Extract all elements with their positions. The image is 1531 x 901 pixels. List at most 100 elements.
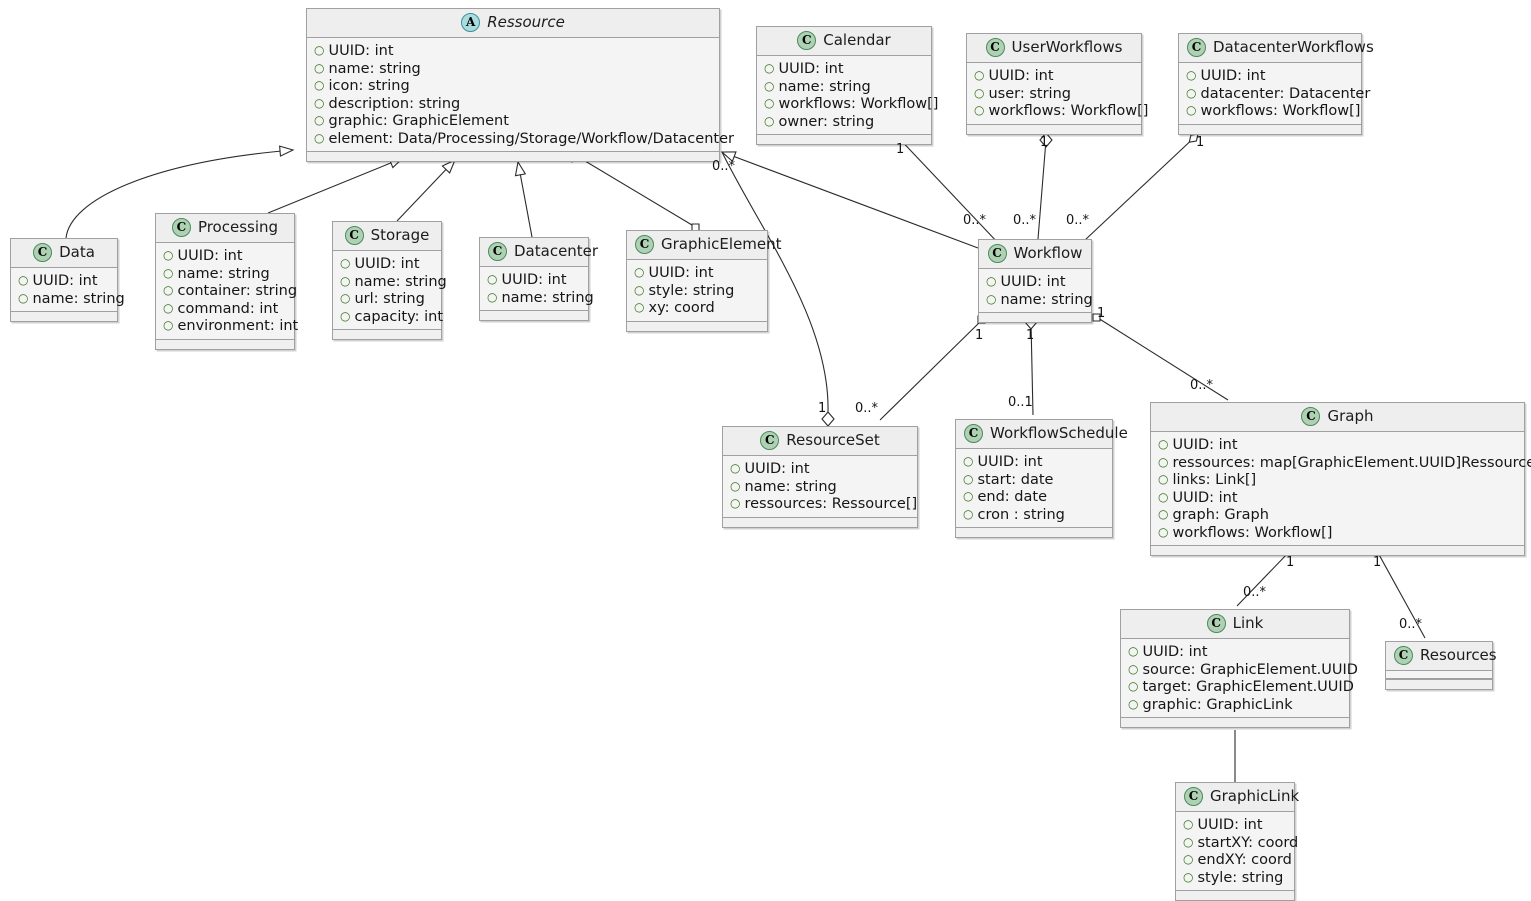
attribute-text: environment: int — [177, 318, 299, 334]
class-methods-data — [11, 311, 117, 321]
attribute-row: ○ressources: Ressource[] — [730, 495, 917, 513]
attribute-row: ○owner: string — [764, 113, 924, 131]
class-name-datacenter: Datacenter — [514, 242, 599, 260]
visibility-public-icon: ○ — [1183, 869, 1194, 884]
class-name-calendar: Calendar — [823, 31, 891, 49]
multiplicity-label: 1 — [896, 142, 905, 157]
edge-userworkflows-has-workflows — [1037, 139, 1047, 240]
class-methods-storage — [333, 329, 441, 339]
visibility-public-icon: ○ — [1158, 524, 1169, 539]
attribute-text: UUID: int — [744, 461, 810, 477]
visibility-public-icon: ○ — [764, 61, 775, 75]
attribute-text: graphic: GraphicLink — [1142, 696, 1293, 713]
class-attributes-link: ○UUID: int○source: GraphicElement.UUID○t… — [1121, 639, 1358, 717]
attribute-row: ○workflows: Workflow[] — [1158, 524, 1517, 542]
class-icon: C — [1206, 614, 1226, 633]
visibility-public-icon: ○ — [1158, 472, 1169, 486]
visibility-public-icon: ○ — [1183, 834, 1194, 849]
class-name-userworkflows: UserWorkflows — [1011, 38, 1123, 56]
attribute-row: ○name: string — [487, 289, 594, 307]
class-icon: C — [1394, 646, 1413, 665]
class-icon: C — [760, 431, 780, 450]
attribute-row: ○graphic: GraphicElement — [314, 112, 712, 130]
visibility-public-icon: ○ — [487, 272, 498, 286]
attribute-text: name: string — [177, 265, 270, 282]
class-name-workflow: Workflow — [1013, 244, 1083, 262]
multiplicity-label: 0..* — [1013, 213, 1037, 228]
visibility-public-icon: ○ — [1158, 489, 1169, 504]
class-attributes-workflow: ○UUID: int○name: string — [979, 269, 1093, 312]
class-name-ressource: Ressource — [487, 13, 565, 31]
attribute-row: ○name: string — [163, 265, 287, 283]
visibility-public-icon: ○ — [163, 300, 174, 315]
attribute-row: ○cron : string — [963, 506, 1105, 524]
class-methods-workflow — [979, 312, 1091, 322]
uml-class-resourceset[interactable]: C ResourceSet ○UUID: int○name: string○ress… — [722, 426, 918, 528]
multiplicity-label: 0..* — [855, 401, 879, 416]
class-icon: C — [1301, 407, 1321, 426]
visibility-public-icon: ○ — [634, 300, 645, 314]
attribute-text: graph: Graph — [1172, 507, 1269, 523]
attribute-text: style: string — [648, 282, 735, 299]
visibility-public-icon: ○ — [163, 248, 174, 262]
attribute-text: source: GraphicElement.UUID — [1142, 661, 1358, 678]
visibility-public-icon: ○ — [764, 78, 775, 93]
class-icon: C — [488, 242, 507, 261]
attribute-row: ○name: string — [314, 60, 712, 78]
class-methods-datacenter — [480, 310, 588, 320]
visibility-public-icon: ○ — [634, 282, 645, 297]
class-methods-workflowschedule — [956, 527, 1112, 537]
visibility-public-icon: ○ — [163, 283, 174, 297]
attribute-row: ○datacenter: Datacenter — [1186, 85, 1370, 103]
attribute-text: UUID: int — [988, 68, 1054, 84]
edge-storage-inherits-ressource — [396, 158, 457, 222]
attribute-row: ○style: string — [634, 282, 760, 300]
multiplicity-label: 0..* — [1066, 213, 1090, 228]
attribute-row: ○source: GraphicElement.UUID — [1128, 661, 1358, 679]
attribute-text: UUID: int — [1197, 817, 1263, 833]
visibility-public-icon: ○ — [314, 78, 325, 92]
attribute-row: ○UUID: int — [1158, 489, 1517, 507]
class-methods-graphiclink — [1176, 890, 1294, 900]
class-methods-processing — [156, 338, 294, 349]
class-name-resourceset: ResourceSet — [786, 431, 880, 449]
edge-datacenter-inherits-ressource — [514, 160, 533, 238]
class-attributes-workflowschedule: ○UUID: int○start: date○end: date○cron : … — [956, 449, 1112, 527]
class-attributes-calendar: ○UUID: int○name: string○workflows: Workf… — [757, 56, 938, 134]
attribute-row: ○graph: Graph — [1158, 506, 1517, 524]
class-methods-link — [1121, 717, 1349, 727]
attribute-row: ○UUID: int — [314, 42, 712, 60]
class-attributes-graphicelement: ○UUID: int○style: string○xy: coord — [627, 260, 767, 321]
attribute-text: name: string — [744, 478, 837, 495]
class-icon: C — [964, 424, 983, 443]
visibility-public-icon: ○ — [1183, 852, 1194, 866]
attribute-text: UUID: int — [1172, 489, 1238, 506]
class-attributes-resourceset: ○UUID: int○name: string○ressources: Ress… — [723, 456, 917, 517]
visibility-public-icon: ○ — [1158, 437, 1169, 451]
attribute-row: ○environment: int — [163, 317, 298, 335]
visibility-public-icon: ○ — [340, 256, 351, 270]
attribute-text: name: string — [1000, 291, 1093, 308]
attribute-row: ○workflows: Workflow[] — [764, 95, 938, 113]
attribute-row: ○UUID: int — [986, 273, 1084, 291]
